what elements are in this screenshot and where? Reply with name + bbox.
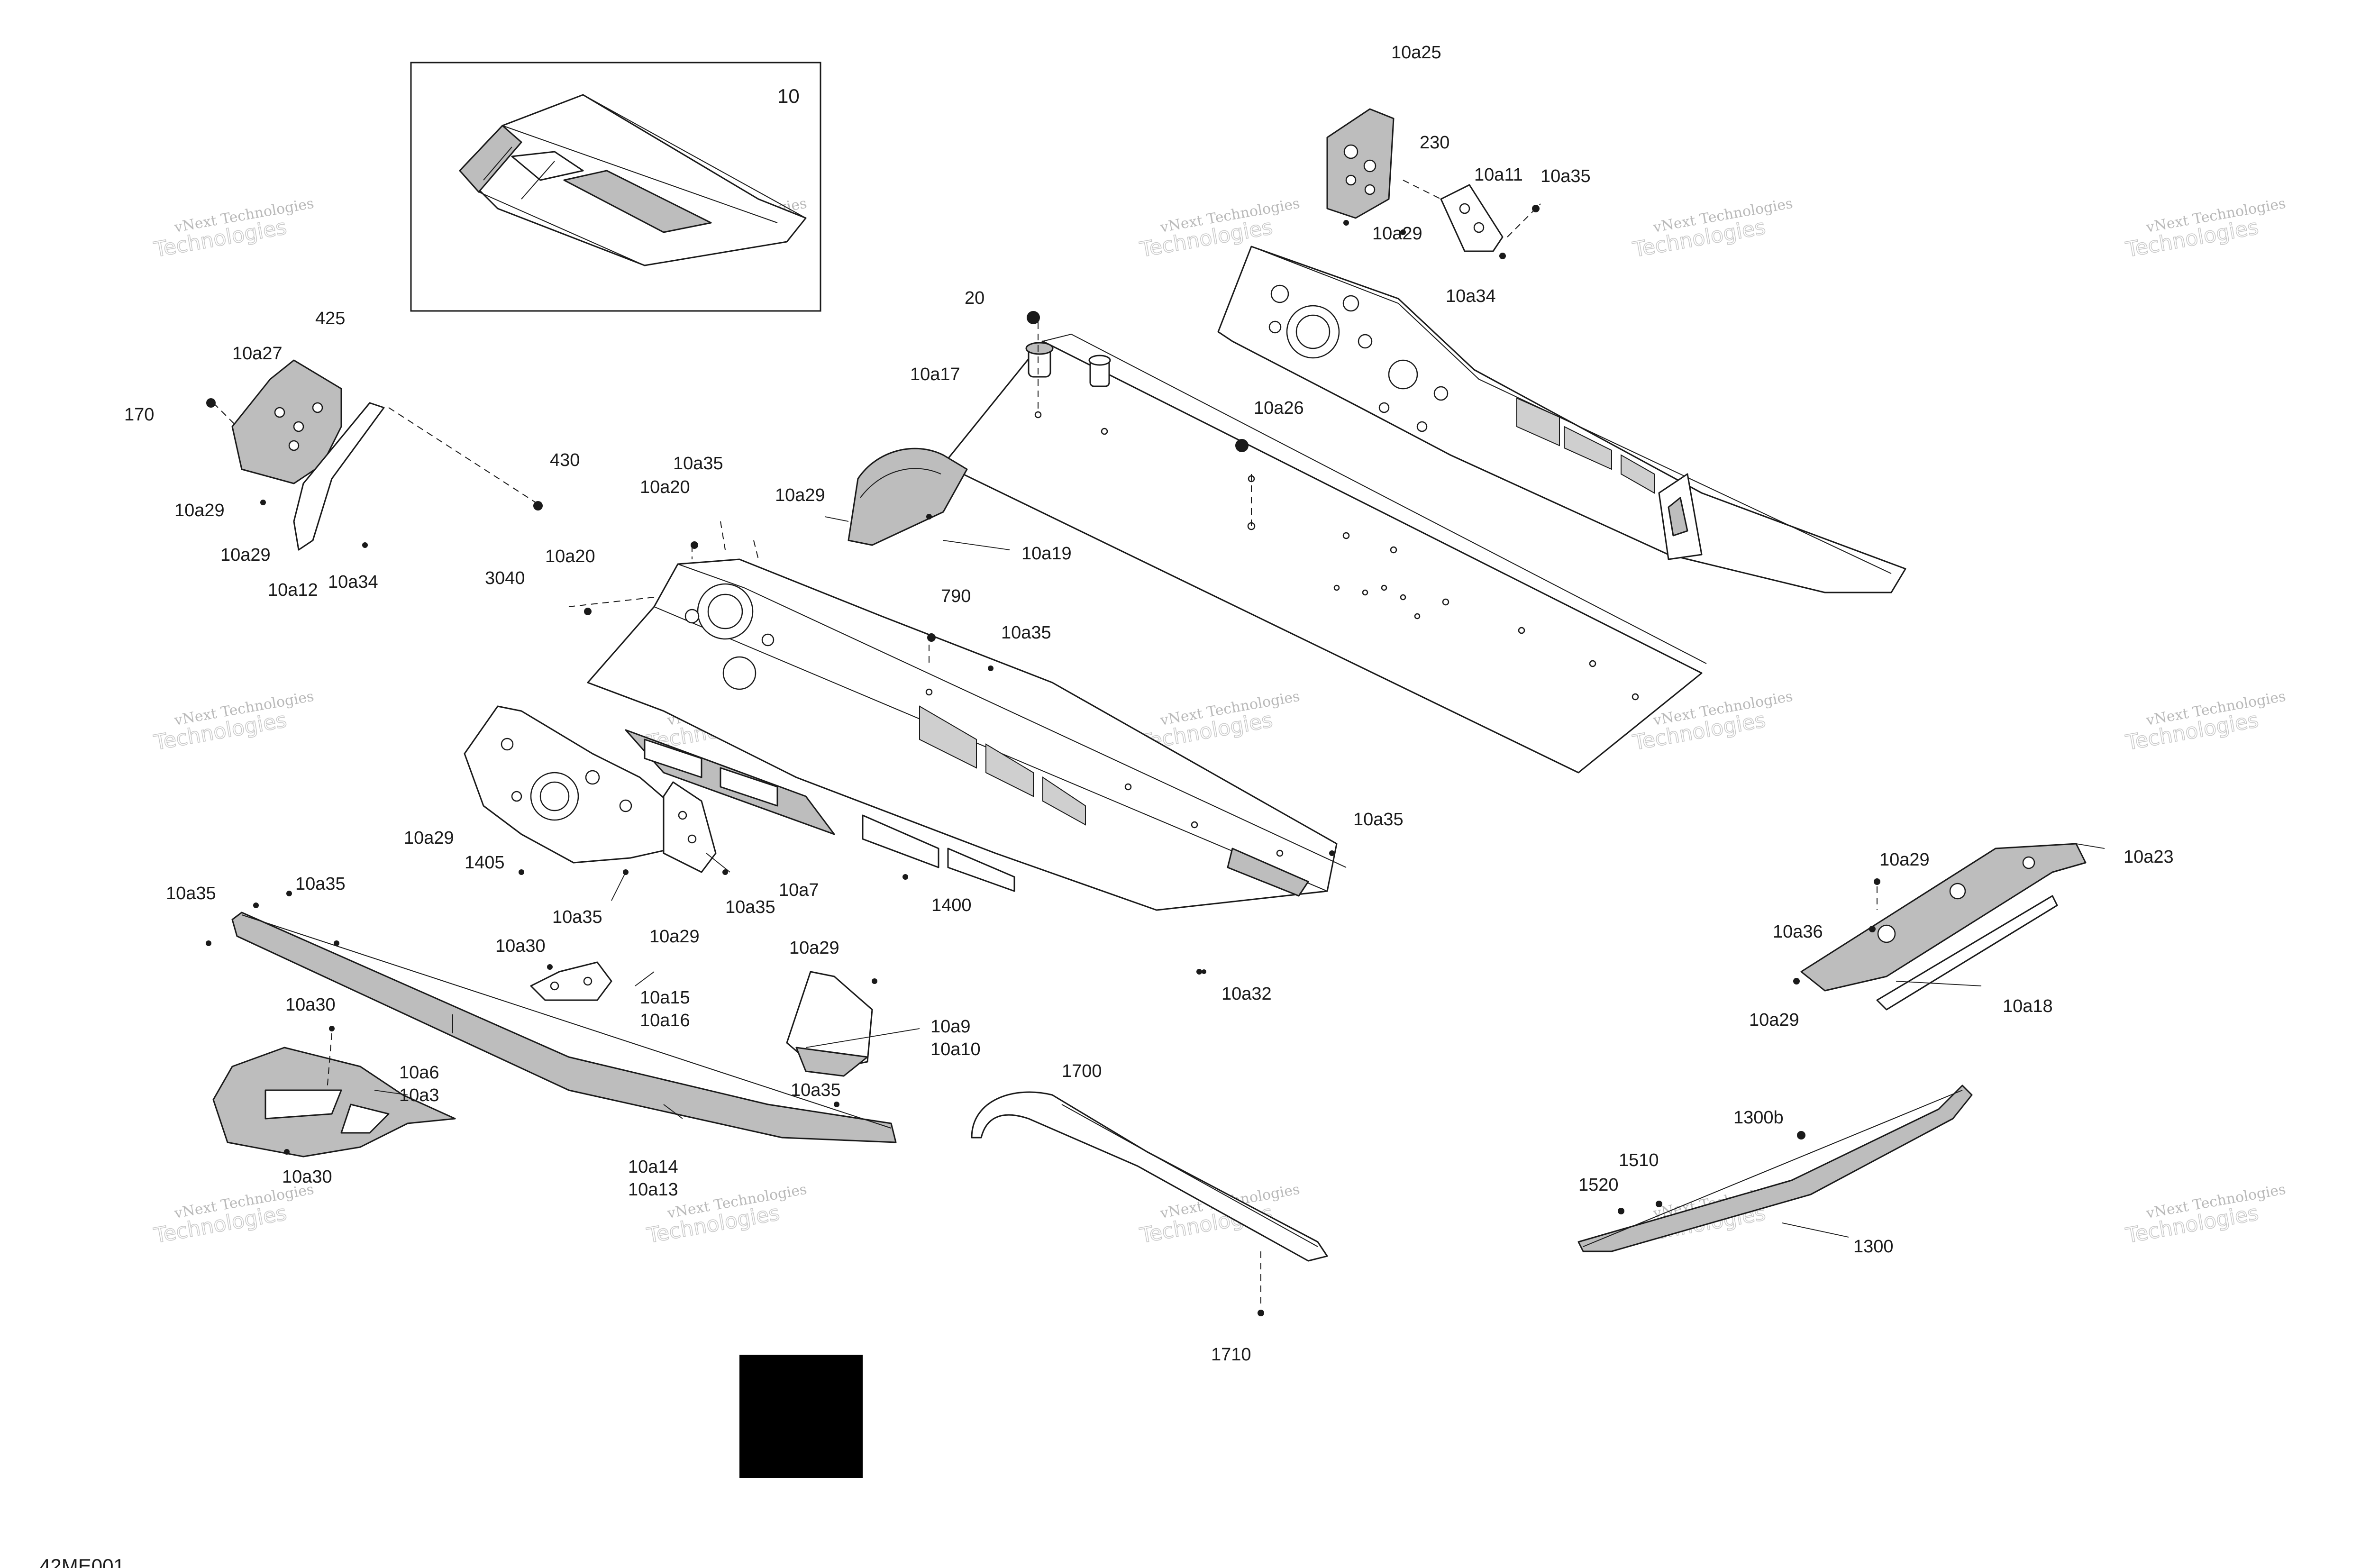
callout-label: 10a23 bbox=[2124, 847, 2174, 867]
left-side-panel bbox=[587, 558, 1347, 911]
right-side-panel bbox=[1217, 246, 1906, 593]
callout-label: 1700 bbox=[1062, 1061, 1102, 1081]
leader-lines bbox=[374, 322, 2105, 1238]
callout-label: 10a30 bbox=[495, 936, 546, 956]
callout-label: 10a16 bbox=[640, 1011, 690, 1030]
callout-label: 790 bbox=[941, 586, 971, 606]
front-bumper bbox=[231, 912, 897, 1143]
callout-label: 10a35 bbox=[552, 907, 602, 927]
callout-label: 10a29 bbox=[789, 938, 839, 958]
inset-label: 10 bbox=[777, 85, 800, 107]
callout-label: 10a13 bbox=[628, 1180, 678, 1200]
callout-label: 10a20 bbox=[545, 547, 595, 566]
callout-label: 10a35 bbox=[1353, 810, 1404, 830]
callout-label: 10a35 bbox=[1540, 166, 1591, 186]
ski-runner-right bbox=[1577, 1085, 1973, 1252]
watermark: vNext Technologies Technologies bbox=[2124, 1181, 2287, 1249]
upper-bracket-assembly bbox=[1326, 108, 1541, 259]
callout-label: 230 bbox=[1420, 133, 1449, 153]
callout-label: 10a29 bbox=[404, 828, 454, 848]
small-bracket bbox=[530, 961, 612, 1001]
callout-label: 10a32 bbox=[1221, 984, 1272, 1004]
callout-label: 10a17 bbox=[910, 365, 960, 384]
callout-label: 10a35 bbox=[725, 897, 775, 917]
watermark: vNext Technologies Technologies bbox=[152, 1181, 315, 1249]
figure-code: 42ME001 bbox=[39, 1555, 125, 1568]
left-guard-assembly bbox=[206, 359, 543, 551]
callout-label: 430 bbox=[550, 450, 580, 470]
callout-label: 10a29 bbox=[1879, 850, 1930, 870]
callout-label: 1400 bbox=[931, 895, 972, 915]
watermark: vNext Technologies Technologies bbox=[152, 195, 315, 263]
callout-label: 10a10 bbox=[930, 1039, 981, 1059]
rail-assembly bbox=[1793, 843, 2087, 1011]
callout-labels: 10a25 230 10a11 10a35 10a29 10a34 425 10… bbox=[124, 43, 2174, 1365]
callout-label: 10a11 bbox=[1474, 165, 1523, 185]
tunnel-top-panel bbox=[848, 333, 1707, 774]
watermark: vNext Technologies Technologies bbox=[1138, 195, 1301, 263]
callout-label: 10a18 bbox=[2003, 996, 2053, 1016]
callout-label: 10a35 bbox=[166, 884, 216, 903]
callout-label: 10a30 bbox=[282, 1167, 332, 1187]
callout-label: 3040 bbox=[485, 568, 525, 588]
callout-label: 10a36 bbox=[1773, 922, 1823, 942]
callout-label: 10a29 bbox=[220, 545, 271, 565]
rear-cooler-guard bbox=[848, 447, 968, 546]
triangular-brace bbox=[786, 971, 877, 1077]
callout-label: 425 bbox=[315, 309, 345, 328]
watermark-layer: vNext Technologies Technologies vNext Te… bbox=[152, 195, 2287, 1249]
ski-runner-left bbox=[971, 1091, 1328, 1316]
callout-label: 10a35 bbox=[1001, 623, 1051, 643]
callout-label: 170 bbox=[124, 405, 154, 425]
callout-label: 10a29 bbox=[1749, 1010, 1799, 1030]
fuel-filler-neck bbox=[1025, 342, 1111, 387]
callout-label: 10a14 bbox=[628, 1157, 678, 1177]
callout-label: 1710 bbox=[1211, 1345, 1251, 1365]
inset-overview: 10 bbox=[410, 62, 821, 312]
callout-label: 10a35 bbox=[295, 874, 346, 894]
callout-label: 10a29 bbox=[775, 485, 825, 505]
callout-label: 10a6 bbox=[399, 1063, 439, 1083]
callout-label: 10a20 bbox=[640, 477, 690, 497]
watermark: vNext Technologies Technologies bbox=[2124, 195, 2287, 263]
callout-label: 10a35 bbox=[791, 1080, 841, 1100]
callout-label: 10a12 bbox=[268, 580, 318, 600]
inset-frame bbox=[410, 62, 821, 312]
callout-label: 10a25 bbox=[1391, 43, 1441, 63]
callout-label: 10a29 bbox=[174, 501, 225, 520]
callout-label: 1300b bbox=[1733, 1108, 1784, 1128]
callout-label: 10a34 bbox=[1446, 286, 1496, 306]
callout-label: 10a30 bbox=[285, 995, 336, 1015]
callout-label: 10a26 bbox=[1254, 398, 1304, 418]
fasteners bbox=[206, 229, 1406, 1155]
callout-label: 1300 bbox=[1853, 1237, 1894, 1257]
callout-label: 10a35 bbox=[673, 454, 723, 474]
panel-holes bbox=[1034, 411, 1639, 701]
watermark: vNext Technologies Technologies bbox=[2124, 688, 2287, 756]
callout-label: 10a7 bbox=[779, 880, 819, 900]
callout-label: 10a15 bbox=[640, 988, 690, 1008]
black-placeholder-block bbox=[739, 1355, 863, 1478]
callout-label: 10a9 bbox=[930, 1017, 971, 1037]
callout-label: 10a34 bbox=[328, 572, 378, 592]
callout-label: 10a29 bbox=[649, 927, 700, 947]
inset-chassis-drawing bbox=[459, 94, 807, 266]
callout-label: 1520 bbox=[1578, 1175, 1619, 1195]
callout-label: 1405 bbox=[465, 853, 505, 873]
watermark: vNext Technologies Technologies bbox=[1631, 195, 1794, 263]
callout-label: 10a19 bbox=[1021, 544, 1072, 564]
callout-label: 10a27 bbox=[232, 344, 283, 364]
watermark: vNext Technologies Technologies bbox=[152, 688, 315, 756]
callout-label: 10a3 bbox=[399, 1085, 439, 1105]
callout-label: 10a29 bbox=[1372, 224, 1422, 244]
front-bulkhead-plate bbox=[464, 705, 717, 873]
skid-plate bbox=[212, 1026, 456, 1158]
callout-label: 20 bbox=[965, 288, 984, 308]
callout-label: 1510 bbox=[1619, 1150, 1659, 1170]
